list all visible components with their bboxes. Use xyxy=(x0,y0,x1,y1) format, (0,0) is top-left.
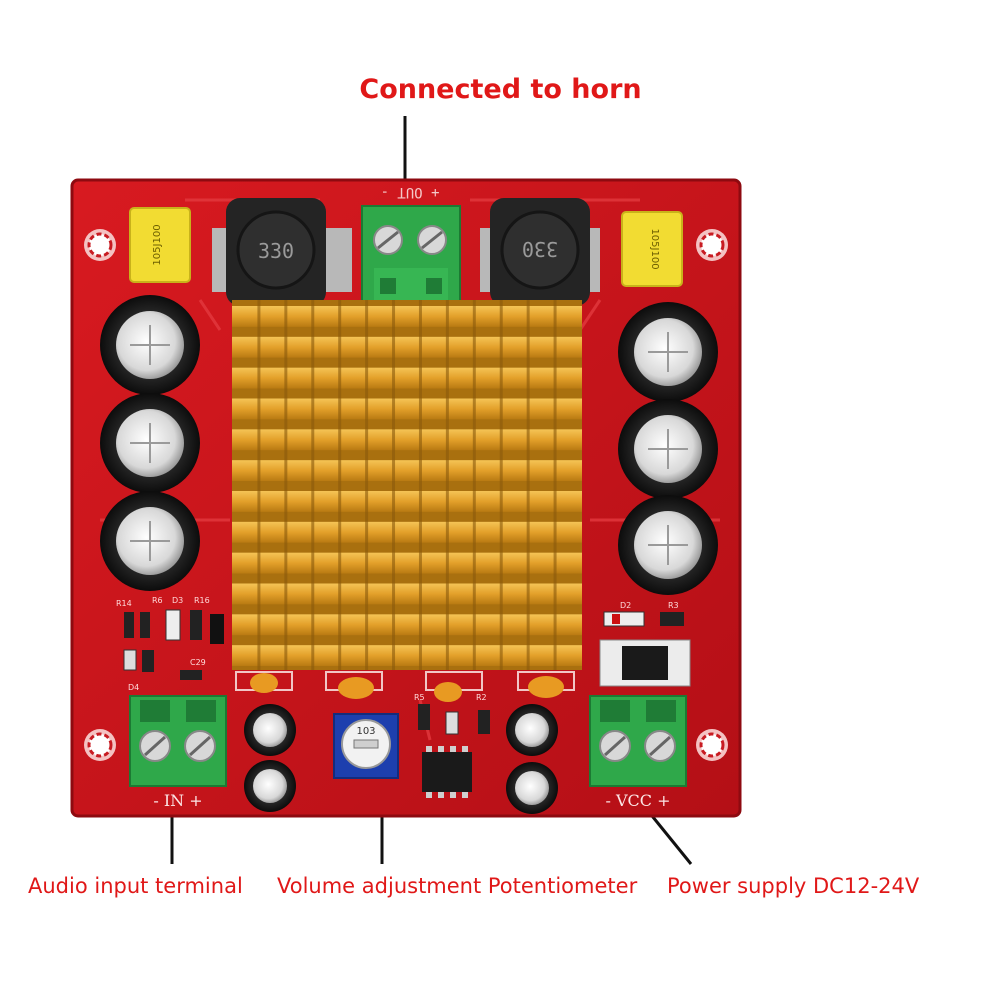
pot-code: 103 xyxy=(356,726,375,737)
electrolytic-capacitor-r2 xyxy=(618,399,718,499)
heatsink-fin xyxy=(232,521,582,543)
heatsink-fin xyxy=(232,367,582,389)
op-amp-chip: R5 R2 xyxy=(414,693,490,798)
ref-r2: R2 xyxy=(476,693,487,702)
cap-code-right: 105J100 xyxy=(649,228,660,269)
volume-potentiometer: 103 xyxy=(333,713,399,779)
heatsink-fin xyxy=(232,460,582,481)
input-terminal-block: - IN + xyxy=(129,695,227,810)
ref-r14: R14 xyxy=(116,599,132,608)
electrolytic-capacitor-small-4 xyxy=(506,762,558,814)
callout-audio-input-terminal: Audio input terminal xyxy=(28,874,243,898)
film-capacitor-left: 105J100 xyxy=(129,207,191,283)
mounting-hole-br xyxy=(696,729,728,761)
heatsink-fin xyxy=(232,583,582,605)
ref-d4: D4 xyxy=(128,683,139,692)
out-label: + OUT - xyxy=(380,184,439,200)
ref-r6: R6 xyxy=(152,596,163,605)
ref-r5: R5 xyxy=(414,693,425,702)
inductor-left: 330 xyxy=(212,198,352,306)
smd-components-left: R6 D3 R16 R14 D4 C29 xyxy=(116,596,224,692)
heatsink-fin xyxy=(232,645,582,666)
electrolytic-capacitor-r1 xyxy=(618,302,718,402)
heatsink-fin xyxy=(232,552,582,574)
film-capacitor-right: 105J100 xyxy=(621,211,683,287)
vcc-label: - VCC + xyxy=(605,791,670,810)
inductor-right: 330 xyxy=(480,198,600,306)
heatsink-fin xyxy=(232,336,582,358)
electrolytic-capacitor-l3 xyxy=(100,491,200,591)
output-terminal-block: + OUT - xyxy=(361,184,461,303)
mounting-hole-bl xyxy=(84,729,116,761)
heatsink xyxy=(232,300,582,670)
cap-code-left: 105J100 xyxy=(152,224,163,265)
ceramic-capacitors xyxy=(235,671,575,702)
power-terminal-block: - VCC + xyxy=(589,695,687,810)
ref-c29: C29 xyxy=(190,658,206,667)
electrolytic-capacitor-small-3 xyxy=(506,704,558,756)
electrolytic-capacitor-r3 xyxy=(618,495,718,595)
mounting-hole-tr xyxy=(696,229,728,261)
ref-r16: R16 xyxy=(194,596,210,605)
heatsink-fin xyxy=(232,306,582,327)
heatsink-fin xyxy=(232,398,582,420)
in-label: - IN + xyxy=(153,791,202,810)
electrolytic-capacitor-l2 xyxy=(100,393,200,493)
electrolytic-capacitor-l1 xyxy=(100,295,200,395)
callout-power-supply: Power supply DC12-24V xyxy=(667,874,920,898)
smd-components-right: D2 R3 xyxy=(599,601,691,687)
ref-d3: D3 xyxy=(172,596,183,605)
electrolytic-capacitor-small-2 xyxy=(244,760,296,812)
heatsink-fin xyxy=(232,429,582,451)
electrolytic-capacitor-small-1 xyxy=(244,704,296,756)
heatsink-fin xyxy=(232,491,582,512)
mounting-hole-tl xyxy=(84,229,116,261)
callout-connected-to-horn: Connected to horn xyxy=(359,74,642,105)
inductor-code-right: 330 xyxy=(522,237,558,261)
callout-volume-potentiometer: Volume adjustment Potentiometer xyxy=(277,874,638,898)
ref-r3: R3 xyxy=(668,601,679,610)
ref-d2: D2 xyxy=(620,601,631,610)
heatsink-fin xyxy=(232,614,582,636)
inductor-code-left: 330 xyxy=(258,239,294,263)
